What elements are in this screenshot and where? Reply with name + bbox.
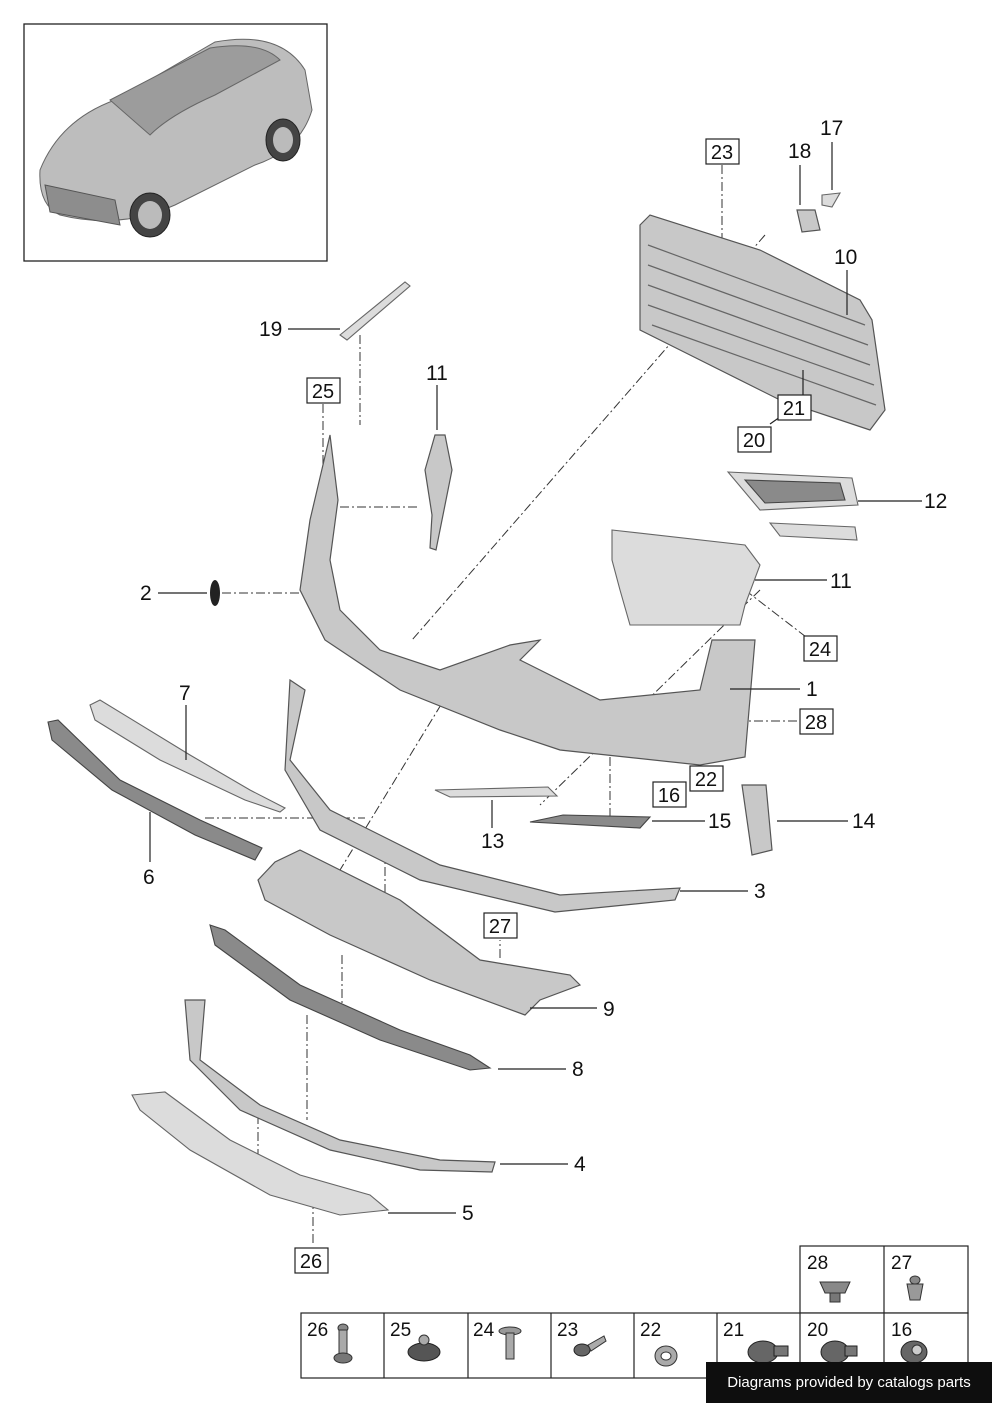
callout-18: 18 — [788, 140, 811, 163]
part-4-spoiler-lip — [184, 999, 496, 1173]
boxed-ref-26: 26 — [300, 1251, 322, 1273]
callout-13: 13 — [481, 830, 504, 853]
hardware-label-24: 24 — [473, 1320, 495, 1341]
callout-9: 9 — [603, 998, 615, 1021]
part-3-spoiler — [284, 678, 681, 913]
sensor-21-icon — [747, 1340, 789, 1364]
callout-6: 6 — [143, 866, 155, 889]
boxed-ref-20: 20 — [743, 430, 765, 452]
boxed-ref-25: 25 — [312, 381, 334, 403]
part-8-trim — [209, 924, 492, 1071]
part-18-clip — [796, 209, 821, 233]
callout-11-lower: 11 — [830, 570, 852, 593]
part-2-plug — [210, 580, 220, 606]
callout-5: 5 — [462, 1202, 474, 1225]
clip-27-icon — [906, 1275, 924, 1301]
part-13-panel — [434, 786, 559, 798]
holder-16-icon — [900, 1340, 928, 1364]
part-17-bracket — [821, 192, 842, 208]
boxed-ref-23: 23 — [711, 142, 733, 164]
rivet-24-icon — [498, 1326, 522, 1360]
hardware-label-16: 16 — [891, 1320, 912, 1341]
callout-14: 14 — [852, 810, 876, 833]
part-6-lower-grille — [47, 719, 263, 861]
hardware-label-28: 28 — [807, 1253, 828, 1274]
boxed-ref-21: 21 — [783, 398, 805, 420]
part-9-carrier — [257, 849, 582, 1016]
callout-2: 2 — [140, 582, 152, 605]
hardware-label-25: 25 — [390, 1320, 411, 1341]
boxed-ref-16: 16 — [658, 785, 680, 807]
boxed-ref-28: 28 — [805, 712, 827, 734]
part-5-underbody-cover — [131, 1091, 390, 1216]
part-11-right-frame — [611, 529, 761, 626]
part-1-bumper-cover — [299, 434, 756, 766]
hardware-label-21: 21 — [723, 1320, 744, 1341]
callout-3: 3 — [754, 880, 766, 903]
hardware-label-22: 22 — [640, 1320, 661, 1341]
callout-labels: 1 2 3 4 5 6 7 8 9 10 11 11 12 13 14 15 1… — [140, 117, 947, 1225]
boxed-ref-24: 24 — [809, 639, 831, 661]
grommet-22-icon — [654, 1345, 678, 1367]
callout-15: 15 — [708, 810, 731, 833]
vehicle-thumbnail — [23, 23, 328, 262]
part-14-trim — [741, 784, 773, 856]
clip-25-icon — [407, 1334, 441, 1362]
part-11-left-bracket — [424, 434, 453, 551]
parts — [47, 192, 886, 1216]
clip-28-icon — [819, 1281, 851, 1303]
hardware-label-27: 27 — [891, 1253, 912, 1274]
screw-23-icon — [573, 1335, 607, 1357]
callout-17: 17 — [820, 117, 843, 140]
callout-19: 19 — [259, 318, 282, 341]
hardware-label-26: 26 — [307, 1320, 328, 1341]
part-7-trim — [89, 699, 287, 813]
hardware-label-23: 23 — [557, 1320, 578, 1341]
callout-1: 1 — [806, 678, 818, 701]
footer-credit: Diagrams provided by catalogs parts — [706, 1362, 992, 1403]
boxed-ref-22: 22 — [695, 769, 717, 791]
callout-11-upper: 11 — [426, 362, 448, 385]
screw-26-icon — [333, 1323, 353, 1364]
boxed-refs: 23 25 21 20 24 28 22 16 27 26 — [294, 138, 838, 1274]
callout-7: 7 — [179, 682, 191, 705]
callout-8: 8 — [572, 1058, 584, 1081]
boxed-ref-27: 27 — [489, 916, 511, 938]
callout-10: 10 — [834, 246, 857, 269]
hardware-label-20: 20 — [807, 1320, 828, 1341]
hardware-table: 28 27 26 25 24 23 22 21 20 16 — [300, 1245, 969, 1379]
callout-4: 4 — [574, 1153, 586, 1176]
callout-12: 12 — [924, 490, 947, 513]
leader-lines — [149, 142, 922, 1214]
part-10-grille — [639, 214, 886, 431]
part-19-trim-strip — [339, 281, 411, 341]
part-15-trim — [529, 814, 652, 829]
